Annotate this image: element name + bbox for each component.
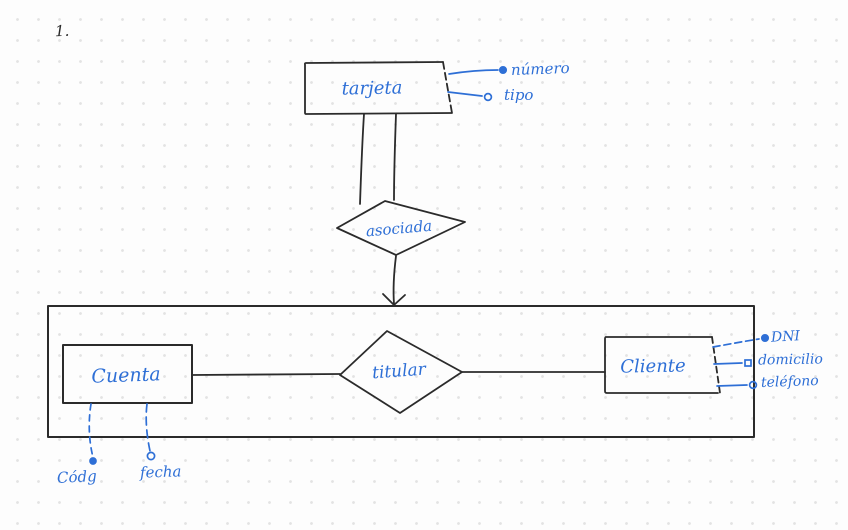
attr-square-domicilio — [744, 359, 752, 367]
attr-line-telefono — [716, 384, 748, 387]
arrow-asociada-to-aggregation — [392, 255, 397, 305]
attribute-label-tipo: tipo — [504, 86, 534, 104]
attribute-label-domicilio: domicilio — [757, 351, 823, 369]
entity-tarjeta-shape — [304, 61, 453, 115]
page-number-marker: 1. — [54, 21, 70, 41]
attr-circle-fecha — [146, 451, 156, 461]
link-tarjeta-asociada-line1 — [359, 113, 365, 205]
attribute-label-fecha: fecha — [139, 462, 182, 482]
relationship-titular-shape — [339, 330, 463, 414]
aggregation-box — [47, 305, 755, 438]
attr-line-dni — [712, 338, 760, 348]
attr-dot-codigo-key — [89, 457, 97, 465]
entity-label-cliente: Cliente — [620, 355, 686, 378]
relationship-asociada-shape — [336, 200, 466, 256]
attr-line-fecha — [145, 403, 151, 452]
entity-cuenta-shape — [62, 344, 193, 404]
attr-line-numero — [448, 69, 499, 75]
attr-line-codigo — [88, 403, 94, 458]
attribute-label-telefono: teléfono — [760, 372, 819, 392]
attr-dot-numero-key — [498, 65, 508, 75]
attr-line-tipo — [447, 91, 483, 97]
entity-cliente-shape — [604, 336, 719, 394]
attribute-label-dni: DNI — [770, 328, 801, 346]
attribute-label-codigo: Códg — [56, 466, 98, 488]
attr-circle-telefono — [748, 380, 758, 390]
link-tarjeta-asociada-line2 — [393, 113, 397, 201]
attr-line-domicilio — [713, 362, 743, 365]
attr-circle-tipo — [483, 92, 493, 102]
attribute-label-numero: número — [510, 58, 570, 80]
entity-tarjeta-right-edge — [442, 61, 453, 114]
entity-label-cuenta: Cuenta — [91, 363, 161, 388]
link-cuenta-titular — [191, 373, 341, 376]
relationship-label-titular: titular — [371, 359, 427, 384]
attr-dot-dni-key — [760, 333, 770, 343]
entity-label-tarjeta: tarjeta — [341, 77, 403, 100]
